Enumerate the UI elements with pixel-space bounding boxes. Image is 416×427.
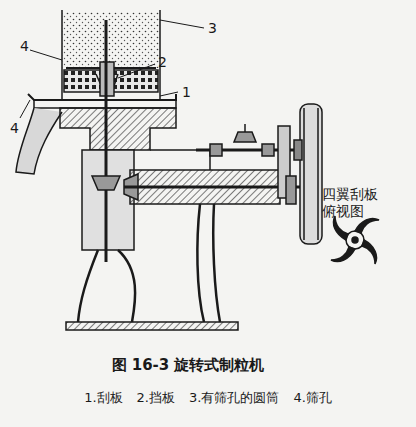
legend-item: 3.有筛孔的圆筒 [189, 390, 279, 406]
view-title: 四翼刮板 俯视图 [322, 186, 392, 220]
figure-caption: 图 16-3 旋转式制粒机 [112, 356, 265, 374]
callout-number: 3 [208, 20, 217, 37]
leader-lines [20, 20, 204, 118]
legend-item: 4.筛孔 [293, 390, 331, 406]
callout-number: 2 [158, 54, 167, 71]
legend-item: 1.刮板 [84, 390, 122, 406]
machine-drawing [16, 10, 379, 330]
callout-number: 4 [20, 38, 29, 55]
legend-item: 2.挡板 [137, 390, 175, 406]
callout-number: 1 [182, 84, 191, 101]
callout-number: 4 [10, 120, 19, 137]
